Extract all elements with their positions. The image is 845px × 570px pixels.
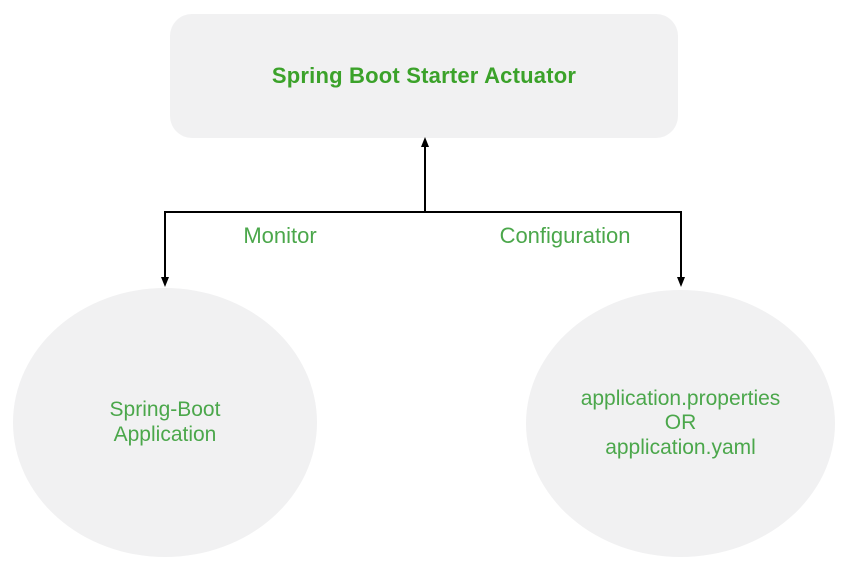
application-properties-label: application.properties OR application.ya… — [581, 387, 781, 461]
label-line: application.properties — [580, 386, 781, 410]
label-line: Spring-Boot — [109, 398, 221, 421]
label-line: OR — [664, 411, 697, 435]
arrowhead-down-right-icon — [677, 277, 685, 287]
node-spring-boot-application: Spring-Boot Application — [13, 288, 317, 557]
root-node-label: Spring Boot Starter Actuator — [271, 63, 577, 88]
label-line: application.yaml — [605, 435, 756, 459]
arrowhead-up-icon — [421, 137, 429, 147]
edge-label-configuration: Configuration — [499, 223, 631, 248]
label-line: Application — [113, 422, 217, 446]
node-spring-boot-starter-actuator: Spring Boot Starter Actuator — [170, 14, 678, 138]
spring-boot-application-label: Spring-Boot Application — [110, 398, 221, 447]
edge-label-monitor: Monitor — [243, 223, 317, 248]
node-application-properties-or-yaml: application.properties OR application.ya… — [526, 290, 835, 557]
arrowhead-down-left-icon — [161, 277, 169, 287]
